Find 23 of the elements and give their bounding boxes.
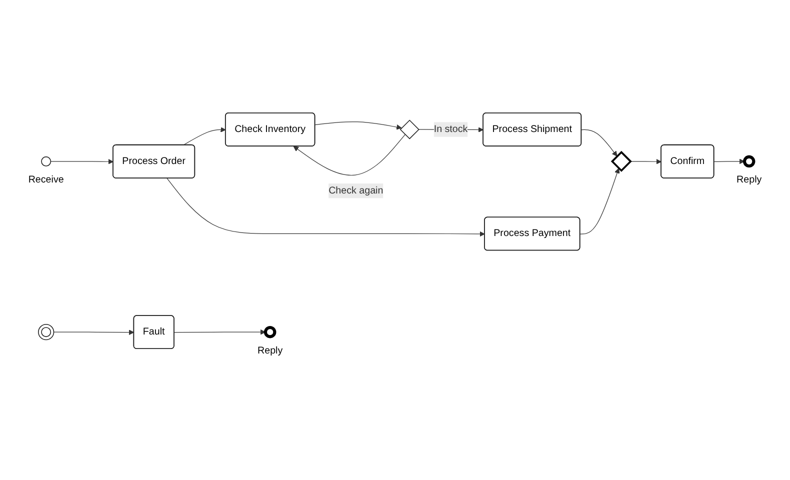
arrow — [293, 134, 406, 176]
edge-label: In stock — [434, 124, 468, 134]
arrow — [580, 168, 620, 234]
node-label: Reply — [736, 174, 762, 185]
arrow — [714, 158, 745, 164]
arrow — [50, 158, 114, 164]
node-diamond — [400, 120, 420, 140]
node-circle — [742, 155, 756, 168]
node-diamond — [610, 150, 632, 172]
arrow — [314, 121, 402, 130]
bpmn-diagram: In stock Check again Receive Process Order Check Inventory Process Shipment Confirm Reply Process Payment Fault Reply — [5, 108, 785, 372]
arrow — [183, 126, 226, 146]
node-circle — [38, 324, 54, 340]
arrow — [581, 129, 618, 156]
edge-label: Check again — [328, 185, 384, 196]
arrow — [630, 158, 662, 164]
arrow — [53, 330, 134, 335]
node-label: Reply — [258, 345, 283, 356]
node-circle — [41, 156, 52, 166]
arrow — [166, 178, 485, 236]
node-label: Receive — [28, 174, 64, 185]
arrow — [174, 329, 266, 335]
node-circle — [264, 326, 276, 338]
